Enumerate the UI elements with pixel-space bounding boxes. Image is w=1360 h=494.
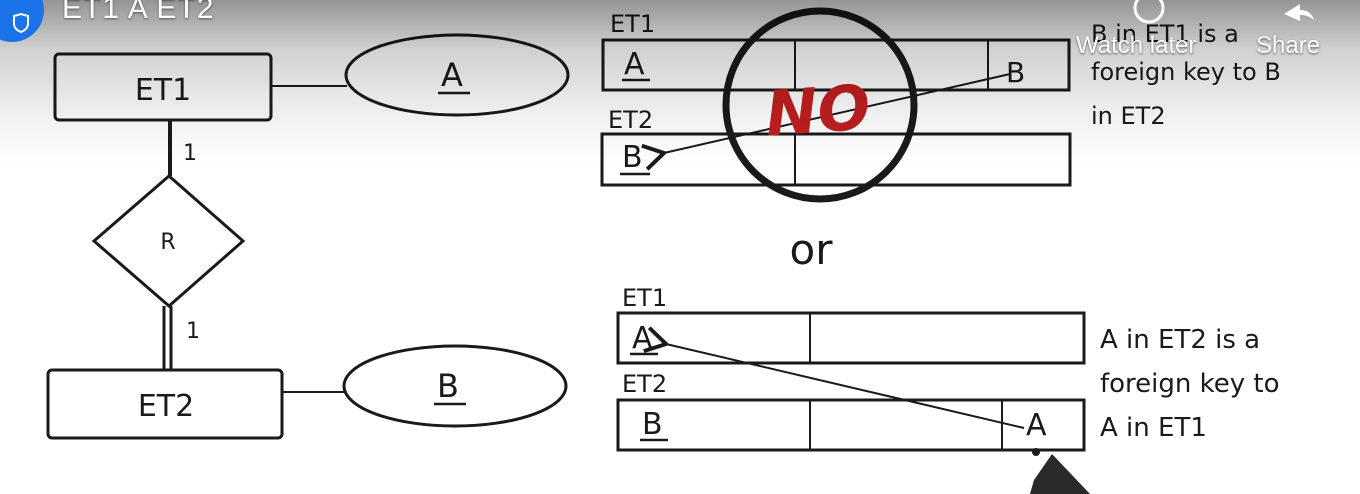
option1-no-circle [722,7,918,203]
option2-note-line-3: A in ET1 [1100,413,1207,443]
option2-et2-table [616,398,1086,452]
separator-or: or [790,225,834,274]
option2-et2-key: B [642,407,663,442]
entity-et1-label: ET1 [135,73,191,108]
option-two: ET1 A ET2 B A A in ET2 is a foreign key … [616,284,1280,452]
share-button[interactable]: Share [1256,0,1336,80]
option2-et2-table-label: ET2 [622,370,667,398]
option2-et1-table [616,311,1086,365]
watch-later-button[interactable]: Watch later [1076,0,1222,80]
option2-fk-arrow [643,326,1025,429]
option1-et2-table [600,132,1072,187]
er-diagram: ET1 A 1 R 1 ET2 B [46,33,570,440]
video-title[interactable]: ET1 A ET2 [62,0,215,25]
attribute-b-ellipse [342,344,568,428]
option2-note-line-2: foreign key to [1100,369,1280,399]
share-label: Share [1256,32,1321,59]
channel-logo-icon [13,12,29,34]
attribute-a-label: A [441,56,463,94]
option1-note-line-3: in ET2 [1091,102,1166,130]
cardinality-top: 1 [183,141,197,166]
option1-fk-arrow [641,73,1011,171]
option-one: ET1 A B ET2 B NO B in ET1 is a foreign k… [600,7,1281,203]
option2-et1-key: A [632,321,653,356]
option2-et2-fk: A [1026,408,1047,443]
entity-et2-label: ET2 [138,389,194,424]
option1-et1-key: A [624,47,645,82]
pen-cursor-icon [1030,448,1090,494]
option1-et1-fk: B [1006,56,1025,89]
option2-et1-table-label: ET1 [622,284,667,312]
share-icon [1284,4,1314,21]
option1-note-line-2: foreign key to B [1091,58,1281,86]
watch-later-label: Watch later [1076,32,1197,59]
relationship-r-diamond [91,174,246,308]
option1-et2-table-label: ET2 [608,106,653,134]
watch-later-icon [1133,0,1165,24]
relationship-r-label: R [160,230,175,255]
option1-et2-key: B [622,140,643,175]
option1-et1-table [601,38,1071,92]
option1-et1-table-label: ET1 [610,10,655,38]
option2-note-line-1: A in ET2 is a [1100,325,1260,355]
option1-no-stamp: NO [763,70,872,150]
entity-et2-box [46,368,284,440]
option1-note-line-1: B in ET1 is a [1091,20,1239,48]
cardinality-bottom: 1 [186,319,200,344]
attribute-a-ellipse [344,33,570,117]
attribute-b-label: B [437,367,459,405]
